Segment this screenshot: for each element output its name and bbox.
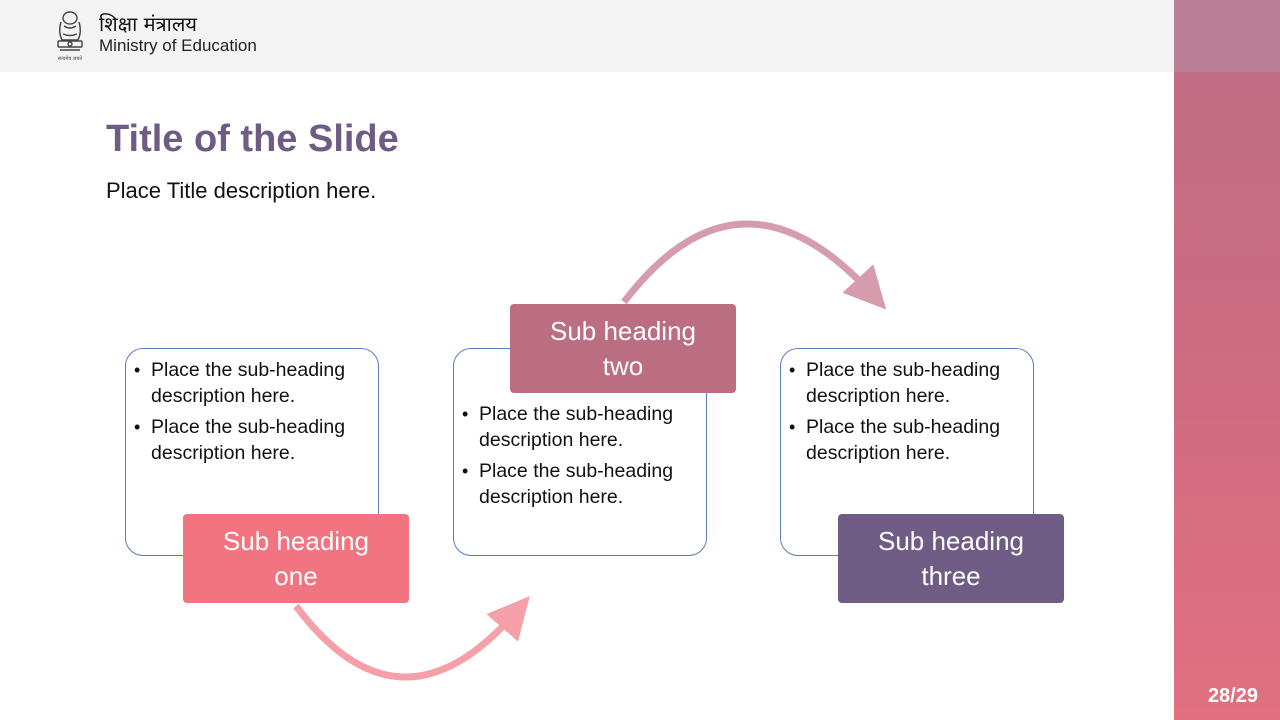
page-number: 28/29 (1207, 685, 1258, 707)
bullet-item: Place the sub-heading description here. (134, 357, 378, 409)
national-emblem-icon: सत्यमेव जयते (57, 11, 83, 62)
slide-description: Place Title description here. (106, 178, 377, 203)
step-three-bullets: Place the sub-heading description here. … (781, 357, 1033, 466)
step-one-heading: Sub heading one (183, 514, 409, 603)
step-one-heading-text: Sub heading one (222, 525, 370, 591)
bullet-item: Place the sub-heading description here. (462, 458, 706, 510)
bullet-item: Place the sub-heading description here. (462, 401, 706, 453)
step-two-heading: Sub heading two (510, 304, 736, 393)
step-three-heading: Sub heading three (838, 514, 1064, 603)
ministry-name-english: Ministry of Education (99, 36, 257, 55)
step-two-heading-text: Sub heading two (549, 315, 697, 381)
sidebar-top-block (1174, 0, 1280, 72)
step-one-bullets: Place the sub-heading description here. … (126, 357, 378, 466)
step-three-heading-text: Sub heading three (877, 525, 1025, 591)
ministry-name-hindi: शिक्षा मंत्रालय (99, 12, 197, 36)
bullet-item: Place the sub-heading description here. (134, 414, 378, 466)
bullet-item: Place the sub-heading description here. (789, 357, 1033, 409)
svg-text:सत्यमेव जयते: सत्यमेव जयते (58, 55, 83, 62)
curved-arrow-one-to-two (293, 596, 530, 681)
bullet-item: Place the sub-heading description here. (789, 414, 1033, 466)
right-sidebar: 28/29 (1174, 0, 1280, 720)
slide-title: Title of the Slide (106, 118, 399, 160)
step-two-bullets: Place the sub-heading description here. … (454, 401, 706, 510)
header-bar: सत्यमेव जयते शिक्षा मंत्रालय Ministry of… (0, 0, 1174, 72)
process-arrows (293, 220, 887, 681)
curved-arrow-two-to-three (621, 220, 887, 310)
